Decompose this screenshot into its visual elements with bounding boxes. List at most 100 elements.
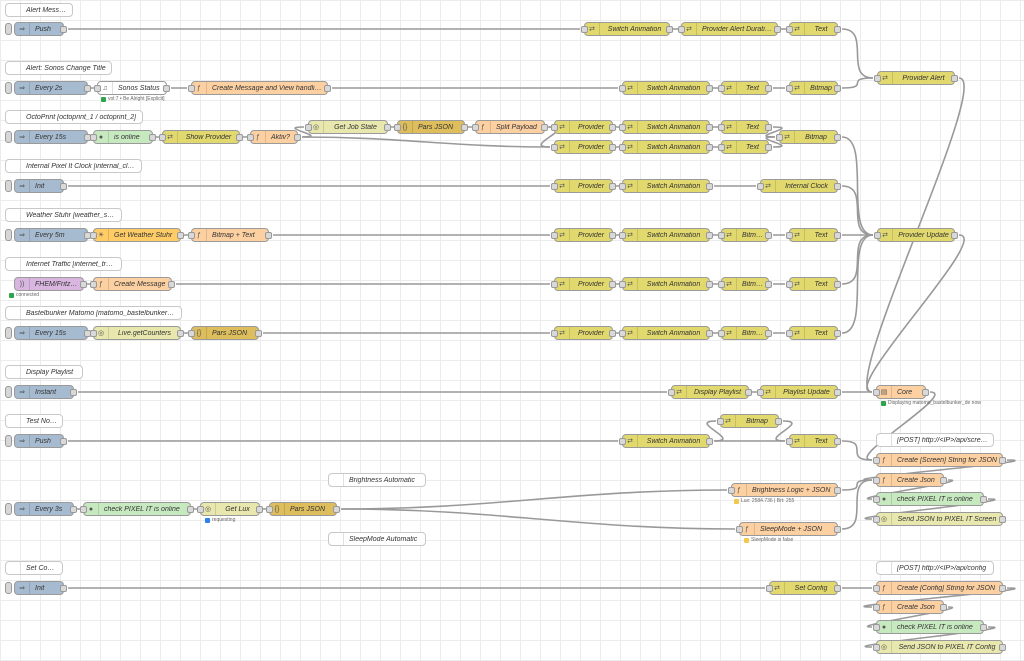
wire-bitmap-octo-to-provider-update[interactable] — [841, 136, 874, 236]
output-port[interactable] — [84, 85, 91, 92]
input-port[interactable] — [551, 232, 558, 239]
output-port[interactable] — [177, 330, 184, 337]
wire-create-config-string-to-create-json2[interactable] — [863, 587, 1016, 608]
output-port[interactable] — [834, 438, 841, 445]
bitmap-sonos[interactable]: ⇄Bitmap — [786, 81, 841, 95]
switch-anim-weather[interactable]: ⇄Switch Animation — [619, 228, 713, 242]
output-port[interactable] — [999, 457, 1006, 464]
output-port[interactable] — [706, 330, 713, 337]
output-port[interactable] — [834, 487, 841, 494]
output-port[interactable] — [765, 330, 772, 337]
output-port[interactable] — [745, 389, 752, 396]
fritzbox[interactable]: ))FHEM/FritzBox/# — [14, 277, 87, 291]
comment-sleepmode[interactable]: SleepMode Automatic — [328, 532, 426, 546]
wire-check-online2-to-send-json-config[interactable] — [864, 626, 996, 648]
text-octo1[interactable]: ⇄Text — [718, 120, 772, 134]
input-port[interactable] — [619, 144, 626, 151]
pars-json-octo[interactable]: {}Pars JSON — [394, 120, 468, 134]
every2s[interactable]: ⇒Every 2s — [14, 81, 91, 95]
every15s-matomo-trigger-button[interactable] — [5, 327, 12, 339]
bitmap-test[interactable]: ⇄Bitmap — [717, 414, 782, 428]
output-port[interactable] — [951, 232, 958, 239]
switch-anim-alert[interactable]: ⇄Switch Animation — [581, 22, 673, 36]
input-port[interactable] — [786, 85, 793, 92]
check-online2[interactable]: ●check PIXEL IT is online — [873, 620, 987, 634]
get-lux[interactable]: ◎Get Lux — [197, 502, 263, 516]
output-port[interactable] — [834, 232, 841, 239]
wire-create-screen-string-to-create-json1[interactable] — [863, 459, 1016, 481]
switch-anim-clock[interactable]: ⇄Switch Animation — [619, 179, 713, 193]
input-port[interactable] — [873, 457, 880, 464]
wire-check-online1-to-send-json-screen[interactable] — [864, 498, 996, 520]
output-port[interactable] — [834, 85, 841, 92]
input-port[interactable] — [551, 124, 558, 131]
core[interactable]: ▤Core — [873, 385, 929, 399]
output-port[interactable] — [70, 506, 77, 513]
input-port[interactable] — [472, 124, 479, 131]
text-sonos[interactable]: ⇄Text — [718, 81, 772, 95]
output-port[interactable] — [177, 232, 184, 239]
input-port[interactable] — [551, 281, 558, 288]
send-json-screen[interactable]: ◎Send JSON to PIXEL IT Screen — [873, 512, 1006, 526]
check-online-bright[interactable]: ●check PIXEL IT is online — [80, 502, 194, 516]
input-port[interactable] — [619, 438, 626, 445]
bitmap-octo[interactable]: ⇄Bitmap — [776, 130, 841, 144]
every5m[interactable]: ⇒Every 5m — [14, 228, 91, 242]
input-port[interactable] — [873, 496, 880, 503]
input-port[interactable] — [736, 526, 743, 533]
output-port[interactable] — [541, 124, 548, 131]
output-port[interactable] — [324, 85, 331, 92]
output-port[interactable] — [60, 26, 67, 33]
comment-test[interactable]: Test Node — [5, 414, 63, 428]
text-weather[interactable]: ⇄Text — [786, 228, 841, 242]
output-port[interactable] — [187, 506, 194, 513]
input-port[interactable] — [551, 144, 558, 151]
output-port[interactable] — [765, 232, 772, 239]
input-port[interactable] — [90, 232, 97, 239]
wire-internal-clock-to-provider-update[interactable] — [841, 185, 874, 236]
output-port[interactable] — [940, 477, 947, 484]
playlist-update[interactable]: ⇄Playlist Update — [757, 385, 841, 399]
input-port[interactable] — [551, 330, 558, 337]
text-alert[interactable]: ⇄Text — [786, 22, 841, 36]
output-port[interactable] — [765, 124, 772, 131]
output-port[interactable] — [999, 644, 1006, 651]
output-port[interactable] — [834, 389, 841, 396]
input-port[interactable] — [718, 144, 725, 151]
output-port[interactable] — [834, 281, 841, 288]
wire-sleepmode-json-to-create-json1[interactable] — [841, 479, 873, 530]
wire-text-test-to-create-screen-string[interactable] — [841, 440, 873, 461]
wire-bitmap-sonos-to-provider-alert[interactable] — [841, 77, 874, 89]
input-port[interactable] — [678, 26, 685, 33]
push1[interactable]: ⇒Push — [14, 22, 67, 36]
init-clock[interactable]: ⇒Init — [14, 179, 67, 193]
instant-trigger-button[interactable] — [5, 386, 12, 398]
input-port[interactable] — [786, 232, 793, 239]
output-port[interactable] — [384, 124, 391, 131]
input-port[interactable] — [776, 134, 783, 141]
output-port[interactable] — [609, 281, 616, 288]
wire-text-matomo-to-provider-update[interactable] — [841, 234, 874, 334]
output-port[interactable] — [609, 124, 616, 131]
wire-aktiv-to-provider-octo2[interactable] — [301, 136, 551, 148]
input-port[interactable] — [668, 389, 675, 396]
input-port[interactable] — [305, 124, 312, 131]
comment-post-screen[interactable]: [POST] http://<IP>/api/screen — [876, 433, 994, 447]
output-port[interactable] — [980, 624, 987, 631]
comment-traffic[interactable]: Internet Traffic [internet_traffic] — [5, 257, 122, 271]
output-port[interactable] — [706, 438, 713, 445]
output-port[interactable] — [609, 144, 616, 151]
wire-pars-json-bright-to-sleepmode-json[interactable] — [340, 508, 736, 530]
output-port[interactable] — [980, 496, 987, 503]
input-port[interactable] — [266, 506, 273, 513]
output-port[interactable] — [60, 438, 67, 445]
output-port[interactable] — [256, 506, 263, 513]
input-port[interactable] — [873, 624, 880, 631]
input-port[interactable] — [873, 477, 880, 484]
output-port[interactable] — [999, 585, 1006, 592]
get-weather[interactable]: ☀Get Weather Stuhr — [90, 228, 184, 242]
